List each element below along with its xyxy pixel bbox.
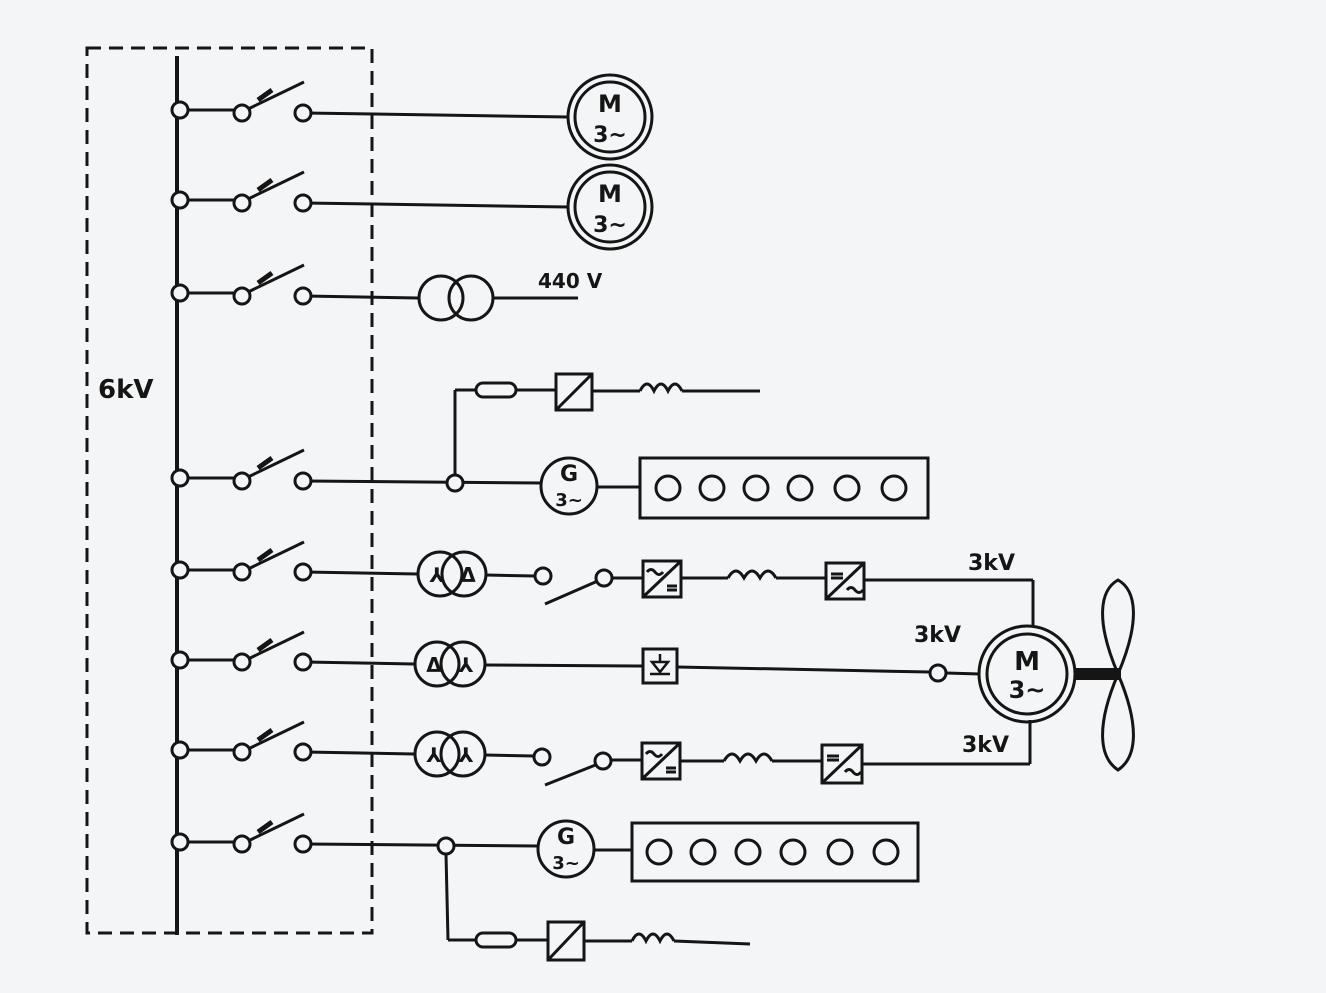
rectifier-icon <box>649 654 671 676</box>
transformer-3-wye-a: ⅄ <box>425 743 441 767</box>
propulsion-motor-symbol: M <box>1014 647 1040 677</box>
converter-transformer-3 <box>413 730 535 778</box>
motor-2-phase: 3~ <box>593 213 627 238</box>
transformer-1-wye: ⅄ <box>428 563 444 587</box>
generator-1-excitation <box>453 372 760 483</box>
generator-2-symbol: G <box>557 825 575 850</box>
transformer-2-wye: ⅄ <box>457 653 473 677</box>
propulsion-motor: M 3~ <box>977 624 1077 724</box>
switch-blades <box>246 82 304 842</box>
generator-1: G 3~ <box>539 456 599 516</box>
bus-voltage-label: 6kV <box>98 375 154 405</box>
transformer-1-delta: Δ <box>460 563 476 587</box>
converter-transformer-2 <box>413 640 931 688</box>
motor-1-symbol: M <box>598 90 622 118</box>
terminals <box>170 100 313 854</box>
motor-2-symbol: M <box>598 180 622 208</box>
diesel-engine-1 <box>597 456 930 520</box>
propeller-icon <box>1075 578 1135 772</box>
generator-2: G 3~ <box>536 819 596 879</box>
propulsion-voltage-label-2: 3kV <box>914 623 961 648</box>
generator-2-phase: 3~ <box>552 853 580 874</box>
low-voltage-label: 440 V <box>538 269 603 293</box>
diesel-engine-2 <box>594 821 920 883</box>
switchboard-boundary <box>85 46 374 935</box>
converter-transformer-1 <box>416 550 536 598</box>
generator-2-excitation <box>444 853 751 962</box>
transformer-3-wye-b: ⅄ <box>457 743 473 767</box>
feeder-lines <box>304 111 578 848</box>
drive-channel-1 <box>544 559 1035 630</box>
propulsion-motor-phase: 3~ <box>1009 676 1046 704</box>
propulsion-voltage-label-3: 3kV <box>962 733 1009 758</box>
auxiliary-motor-1: M 3~ <box>566 73 654 161</box>
auxiliary-motor-2: M 3~ <box>566 163 654 251</box>
drive-channel-3 <box>544 720 1032 787</box>
propulsion-voltage-label-1: 3kV <box>968 551 1015 576</box>
generator-1-phase: 3~ <box>555 490 583 511</box>
service-transformer <box>417 274 495 322</box>
motor-1-phase: 3~ <box>593 123 627 148</box>
transformer-2-delta: Δ <box>426 653 442 677</box>
generator-1-symbol: G <box>560 462 578 487</box>
